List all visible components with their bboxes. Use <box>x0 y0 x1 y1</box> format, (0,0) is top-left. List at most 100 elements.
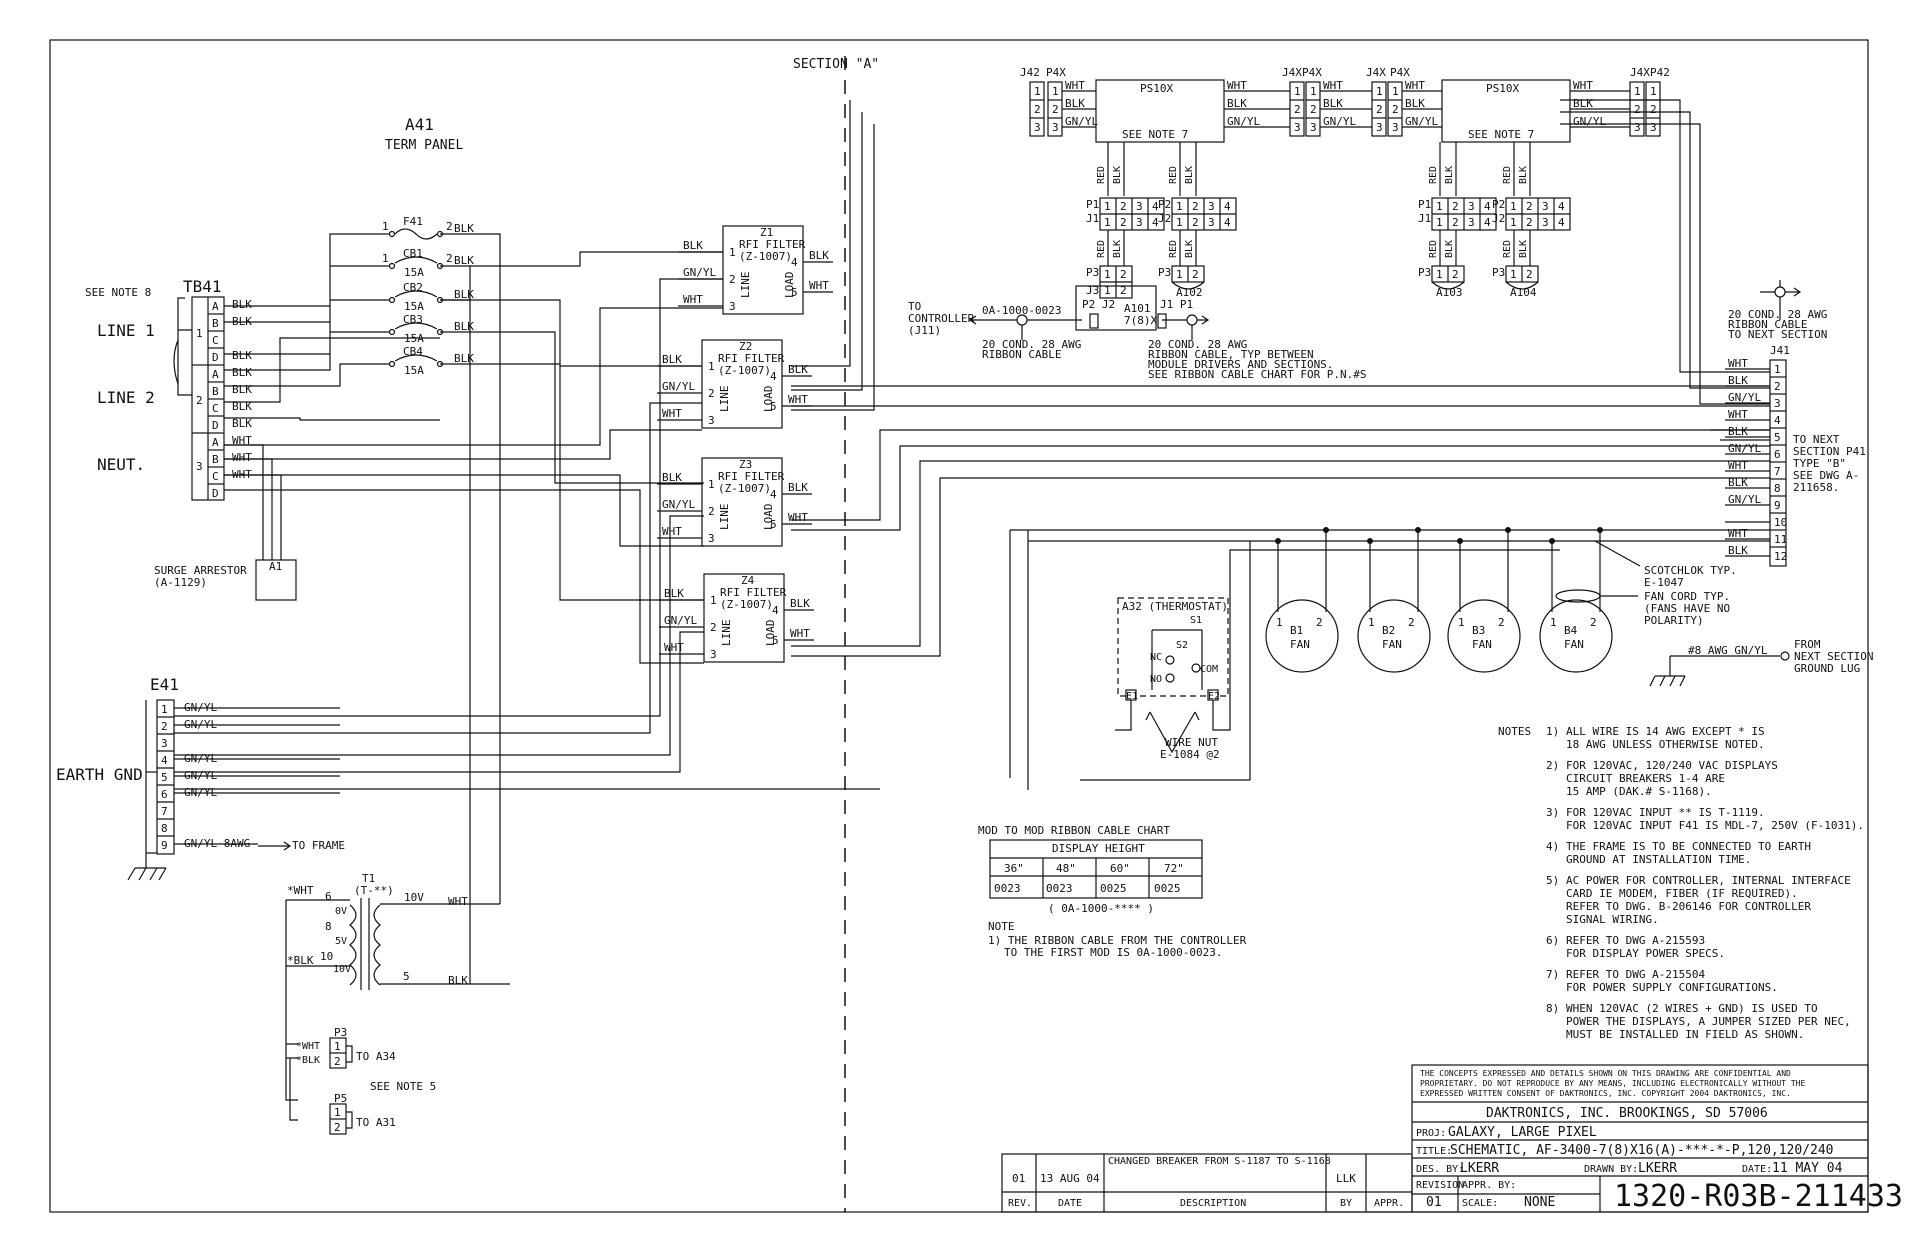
e41-pin: 2 <box>161 720 168 733</box>
filter-part: (Z-1007) <box>720 598 773 611</box>
breaker-pin: 1 <box>382 220 389 233</box>
j41-wire: WHT <box>1728 527 1748 540</box>
connector-pin: 3 <box>1294 121 1301 134</box>
j41-pin: 2 <box>1774 380 1781 393</box>
label: FAN CORD TYP. <box>1644 590 1730 603</box>
note-num: 7) <box>1546 968 1559 981</box>
pin: 3 <box>1542 216 1549 229</box>
module-name: A101 <box>1124 302 1151 315</box>
label: BLK <box>1518 240 1529 258</box>
tb41-pin: C <box>212 334 219 347</box>
connector-pin: 3 <box>1052 121 1059 134</box>
label: (J11) <box>908 324 941 337</box>
label: E-1047 <box>1644 576 1684 589</box>
label: RED <box>1096 166 1107 184</box>
module-name: A104 <box>1510 286 1537 299</box>
connector-head: J42 <box>1020 66 1040 79</box>
label: 20 COND. 28 AWG <box>982 338 1081 351</box>
label: RIBBON CABLE, TYP BETWEEN <box>1148 348 1314 361</box>
filter-out-wire: BLK <box>790 597 810 610</box>
label: SEE DWG A- <box>1793 469 1859 482</box>
note-text: FOR 120VAC, 120/240 VAC DISPLAYS <box>1566 759 1778 772</box>
notes-block: NOTES 1)ALL WIRE IS 14 AWG EXCEPT * IS18… <box>1498 725 1864 1041</box>
note-num: 5) <box>1546 874 1559 887</box>
label: SCHEMATIC, AF-3400-7(8)X16(A)-***-*-P,12… <box>1450 1143 1834 1158</box>
j41-wire: BLK <box>1728 425 1748 438</box>
tb41-wire: BLK <box>232 366 252 379</box>
connector-p3: P3 <box>1418 266 1431 279</box>
pin: 4 <box>1224 200 1231 213</box>
pin: 1 <box>1436 200 1443 213</box>
connector-j3: J3 <box>1086 284 1099 297</box>
label: DAKTRONICS, INC. BROOKINGS, SD 57006 <box>1486 1106 1768 1121</box>
tb41-wire: WHT <box>232 451 252 464</box>
filter-in-wire: WHT <box>683 293 703 306</box>
revision-table: 01 13 AUG 04 CHANGED BREAKER FROM S-1187… <box>1001 1153 1413 1213</box>
fan-pin: 1 <box>1458 616 1465 629</box>
fan-name: B4 <box>1564 624 1578 637</box>
j41-wire: BLK <box>1728 544 1748 557</box>
a41-title: A41 <box>405 115 434 134</box>
note-text: POWER THE DISPLAYS, A JUMPER SIZED PER N… <box>1566 1015 1851 1028</box>
pin: 4 <box>1224 216 1231 229</box>
module-name: A103 <box>1436 286 1463 299</box>
ps-wire: BLK <box>1323 97 1343 110</box>
breaker-rating: 15A <box>404 364 424 377</box>
ps-wire: WHT <box>1405 79 1425 92</box>
label: 1320-R03B-211433 <box>1614 1179 1903 1214</box>
filter-pin: 1 <box>708 478 715 491</box>
e41-pin: 1 <box>161 703 168 716</box>
surge-name: A1 <box>269 560 282 573</box>
label: MODULE DRIVERS AND SECTIONS. <box>1148 358 1333 371</box>
connector-pin: 1 <box>1650 85 1657 98</box>
title-block: THE CONCEPTS EXPRESSED AND DETAILS SHOWN… <box>1411 1064 1903 1214</box>
pin: 1 <box>1176 200 1183 213</box>
label: *BLK <box>296 1055 320 1066</box>
pin: 2 <box>1192 200 1199 213</box>
label: GROUND LUG <box>1794 662 1860 675</box>
label: RIBBON CABLE <box>1728 318 1807 331</box>
tb41-pin: C <box>212 470 219 483</box>
label: SEE RIBBON CABLE CHART FOR P.N.#S <box>1148 368 1367 381</box>
filter-load: LOAD <box>764 620 777 647</box>
label: BLK <box>1112 240 1123 258</box>
label: APPR. BY: <box>1462 1180 1516 1191</box>
connector-pin: 1 <box>1634 85 1641 98</box>
connector-pin: 2 <box>1650 103 1657 116</box>
label: RED <box>1168 240 1179 258</box>
pin: 4 <box>1484 216 1491 229</box>
ground-lug: #8 AWG GN/YL FROM NEXT SECTION GROUND LU… <box>1649 638 1873 687</box>
filter-part: (Z-1007) <box>739 250 792 263</box>
label: BLK <box>1444 166 1455 184</box>
label: BLK <box>1444 240 1455 258</box>
connector-pin: 2 <box>1052 103 1059 116</box>
fan-pin: 1 <box>1276 616 1283 629</box>
breaker-wire: BLK <box>454 288 474 301</box>
thermostat-a32: A32 (THERMOSTAT) S1 S2 NC NO COM E1 E2 W… <box>1115 549 1560 761</box>
label: 20 COND. 28 AWG <box>1148 338 1247 351</box>
label: WHT <box>448 895 468 908</box>
filter-name: Z3 <box>739 458 752 471</box>
connector-pin: 2 <box>1310 103 1317 116</box>
label: APPR. <box>1374 1198 1404 1209</box>
filter-name: Z1 <box>760 226 773 239</box>
connector-p: P1 <box>1418 198 1431 211</box>
label: RED <box>1502 166 1513 184</box>
j41-pin: 7 <box>1774 465 1781 478</box>
label: S1 <box>1190 615 1202 626</box>
label: WIRE NUT <box>1165 736 1218 749</box>
j41-wire: BLK <box>1728 476 1748 489</box>
connector-head: P4X <box>1390 66 1410 79</box>
connector-pin: 1 <box>1376 85 1383 98</box>
label: A32 (THERMOSTAT) <box>1122 600 1228 613</box>
label: GALAXY, LARGE PIXEL <box>1448 1125 1597 1140</box>
tb41-wire: BLK <box>232 400 252 413</box>
ps-name: PS10X <box>1486 82 1519 95</box>
filter-type: RFI FILTER <box>720 586 787 599</box>
